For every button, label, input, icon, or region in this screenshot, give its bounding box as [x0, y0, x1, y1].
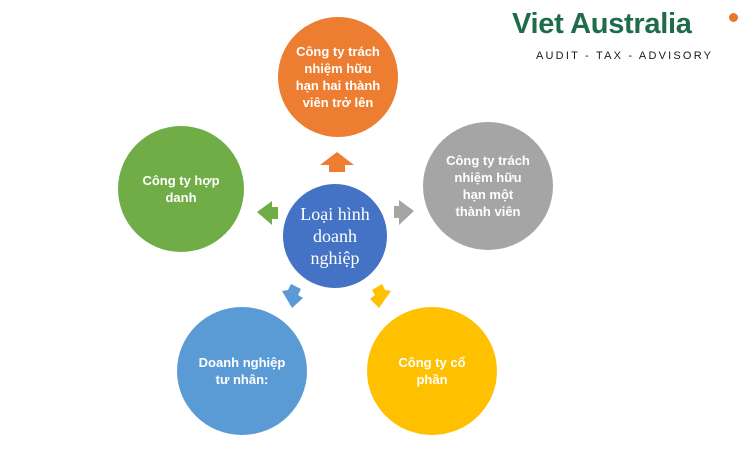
node-private-enterprise-label: Doanh nghiệp tư nhân:: [198, 355, 286, 387]
node-llc-two-members: Công ty trách nhiệm hữu hạn hai thành vi…: [278, 17, 398, 137]
arrow-right-icon: [394, 200, 414, 225]
arrow-down-left-icon: [282, 284, 303, 308]
arrow-up-icon: [320, 152, 354, 172]
node-llc-one-member: Công ty trách nhiệm hữu hạn một thành vi…: [423, 122, 553, 250]
logo-brand-text: Viet Australia: [512, 8, 692, 40]
node-partnership: Công ty hợp danh: [118, 126, 244, 252]
node-partnership-label: Công ty hợp danh: [142, 173, 220, 205]
arrow-left-icon: [257, 201, 278, 225]
node-joint-stock-label: Công ty cổ phần: [398, 355, 466, 387]
node-private-enterprise: Doanh nghiệp tư nhân:: [177, 307, 307, 435]
node-joint-stock: Công ty cổ phần: [367, 307, 497, 435]
logo-dot-icon: [729, 13, 738, 22]
center-label: Loại hình doanh nghiệp: [300, 204, 370, 268]
node-center-business-types: Loại hình doanh nghiệp: [283, 184, 387, 288]
logo-tagline: AUDIT - TAX - ADVISORY: [536, 50, 714, 62]
viet-australia-logo: Viet Australia AUDIT - TAX - ADVISORY: [512, 8, 740, 68]
node-llc-one-member-label: Công ty trách nhiệm hữu hạn một thành vi…: [446, 153, 530, 219]
arrow-down-right-icon: [370, 284, 391, 308]
node-llc-two-members-label: Công ty trách nhiệm hữu hạn hai thành vi…: [295, 44, 381, 110]
